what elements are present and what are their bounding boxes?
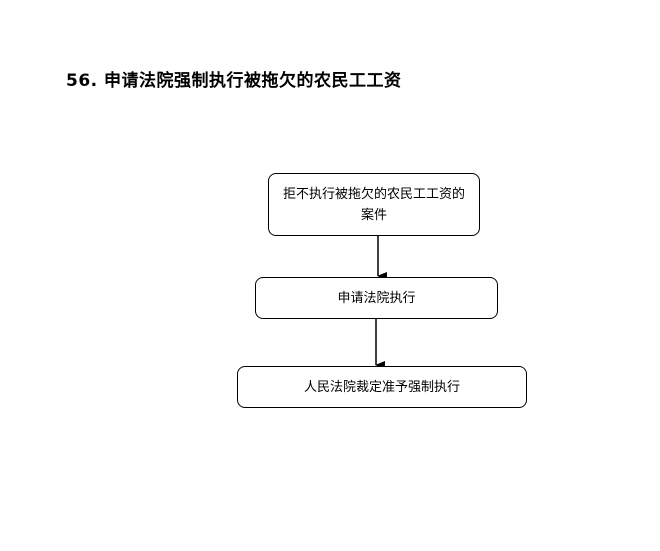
flow-node-court-ruling-label: 人民法院裁定准予强制执行 bbox=[303, 379, 460, 395]
flow-node-apply-court: 申请法院执行 bbox=[255, 277, 498, 319]
flow-node-court-ruling: 人民法院裁定准予强制执行 bbox=[237, 366, 527, 408]
flow-node-apply-court-label: 申请法院执行 bbox=[337, 290, 416, 306]
flow-node-case-label: 拒不执行被拖欠的农民工工资的案件 bbox=[282, 186, 465, 223]
flow-node-case: 拒不执行被拖欠的农民工工资的案件 bbox=[268, 173, 480, 236]
page-title: 56. 申请法院强制执行被拖欠的农民工工资 bbox=[66, 71, 402, 91]
